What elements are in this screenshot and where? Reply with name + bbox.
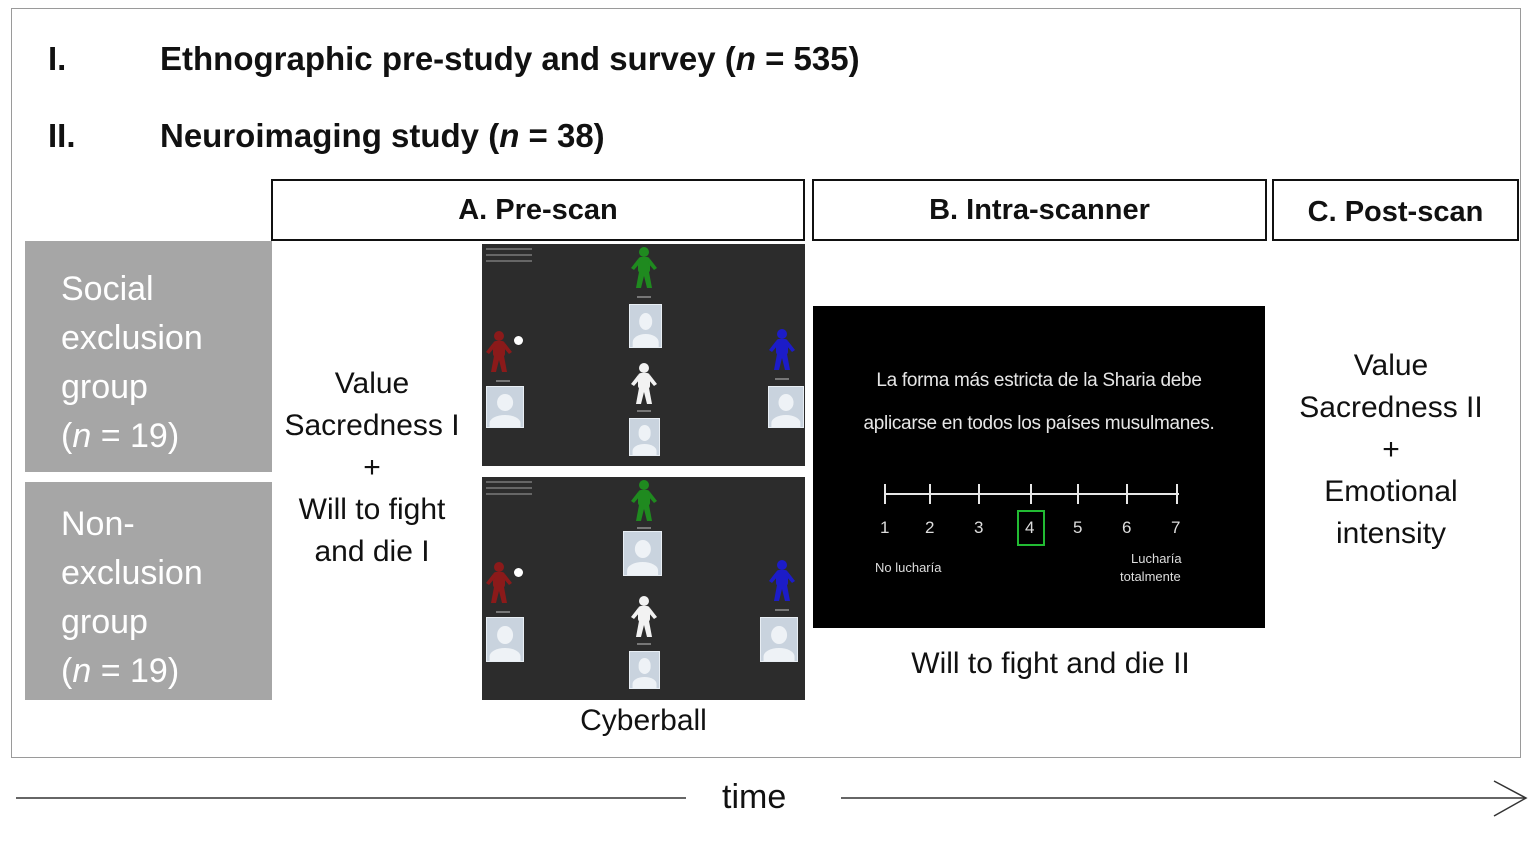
postscan-line-3: Emotional	[1324, 475, 1458, 508]
non-exclusion-group-box: Non- exclusion group (n = 19)	[25, 482, 272, 700]
player-name-tag	[637, 296, 651, 298]
profile-photo-icon	[629, 418, 660, 456]
group-2-sample-size: (n = 19)	[61, 647, 272, 696]
scale-anchor-right-2: totalmente	[1120, 569, 1181, 584]
prescan-line-3: Will to fight	[298, 493, 446, 526]
group-2-n-value: = 19)	[91, 652, 180, 690]
profile-photo-icon	[623, 531, 662, 576]
player-figure-icon	[486, 331, 512, 372]
profile-photo-icon	[760, 617, 798, 662]
player-name-tag	[775, 609, 789, 611]
profile-photo-icon	[486, 617, 524, 662]
phase-c-header: C. Post-scan	[1272, 179, 1519, 241]
postscan-line-4: intensity	[1335, 517, 1447, 550]
cyberball-caption: Cyberball	[580, 704, 707, 737]
scale-value-6: 6	[1122, 518, 1132, 537]
postscan-plus: +	[1382, 433, 1400, 466]
group-1-n-symbol: n	[72, 417, 92, 455]
group-1-paren: (	[61, 417, 73, 455]
study-2-title: Neuroimaging study (n = 38)	[160, 117, 605, 155]
postscan-line-1: Value	[1353, 349, 1429, 382]
score-panel	[486, 248, 532, 266]
cyberball-screen-exclusion	[482, 244, 805, 466]
player-figure-icon	[631, 480, 657, 521]
group-2-line-3: group	[61, 603, 148, 641]
study-2-title-text: Neuroimaging study (	[160, 117, 500, 154]
scale-value-2: 2	[925, 518, 935, 537]
cyberball-screen-inclusion	[482, 477, 805, 700]
profile-photo-icon	[629, 304, 662, 348]
intra-scanner-caption: Will to fight and die II	[911, 647, 1190, 680]
selected-value-box	[1017, 510, 1045, 546]
time-axis-label: time	[722, 778, 787, 816]
scale-anchor-right-1: Lucharía	[1131, 551, 1182, 566]
score-panel	[486, 481, 532, 499]
player-name-tag	[637, 527, 651, 529]
postscan-measures: Value Sacredness II + Emotional intensit…	[1272, 345, 1510, 555]
study-1-n-value: = 535)	[755, 40, 860, 77]
social-exclusion-group-box: Social exclusion group (n = 19)	[25, 241, 272, 472]
player-figure-icon	[631, 247, 657, 288]
player-figure-icon	[769, 329, 795, 370]
player-name-tag	[637, 643, 651, 645]
group-1-sample-size: (n = 19)	[61, 412, 272, 461]
phase-b-header: B. Intra-scanner	[812, 179, 1267, 241]
group-1-line-3: group	[61, 368, 148, 406]
arrowhead-icon	[1493, 780, 1528, 817]
profile-photo-icon	[629, 651, 660, 689]
rating-scale-line	[884, 484, 1179, 504]
group-2-line-1: Non-	[61, 505, 135, 543]
profile-photo-icon	[768, 386, 804, 428]
scale-value-1: 1	[880, 518, 890, 537]
scanner-rating-screen: La forma más estricta de la Sharia debe …	[813, 306, 1265, 628]
diagram-frame	[11, 8, 1521, 758]
player-name-tag	[496, 611, 510, 613]
study-1-title-text: Ethnographic pre-study and survey (	[160, 40, 736, 77]
postscan-line-2: Sacredness II	[1299, 391, 1483, 424]
study-1-title: Ethnographic pre-study and survey (n = 5…	[160, 40, 860, 78]
ball-icon	[514, 568, 523, 577]
prescan-line-2: Sacredness I	[284, 409, 460, 442]
prescan-plus: +	[363, 451, 381, 484]
study-2-n-symbol: n	[499, 117, 520, 154]
profile-photo-icon	[486, 386, 524, 428]
scale-anchor-left: No lucharía	[875, 560, 942, 575]
study-2-n-value: = 38)	[519, 117, 605, 154]
player-figure-icon	[631, 596, 657, 637]
scale-value-4-selected: 4	[1025, 518, 1035, 537]
player-name-tag	[637, 410, 651, 412]
prescan-measures: Value Sacredness I + Will to fight and d…	[276, 363, 468, 573]
statement-line-1: La forma más estricta de la Sharia debe	[876, 370, 1202, 391]
time-arrow	[16, 780, 1528, 817]
ball-icon	[514, 336, 523, 345]
statement-line-2: aplicarse en todos los países musulmanes…	[863, 413, 1215, 434]
scale-value-7: 7	[1171, 518, 1181, 537]
prescan-line-4: and die I	[314, 535, 430, 568]
player-name-tag	[775, 378, 789, 380]
player-figure-icon	[486, 562, 512, 603]
player-figure-icon	[631, 363, 657, 404]
study-2-number: II.	[48, 117, 76, 154]
player-figure-icon	[769, 560, 795, 601]
study-1-n-symbol: n	[735, 40, 756, 77]
prescan-line-1: Value	[334, 367, 410, 400]
group-2-paren: (	[61, 652, 73, 690]
player-name-tag	[496, 380, 510, 382]
study-1-number: I.	[48, 40, 67, 77]
scale-value-3: 3	[974, 518, 984, 537]
group-2-n-symbol: n	[72, 652, 92, 690]
group-1-line-1: Social	[61, 270, 154, 308]
phase-a-header: A. Pre-scan	[271, 179, 805, 241]
group-1-n-value: = 19)	[91, 417, 180, 455]
group-2-line-2: exclusion	[61, 554, 203, 592]
scale-value-5: 5	[1073, 518, 1083, 537]
group-1-line-2: exclusion	[61, 319, 203, 357]
